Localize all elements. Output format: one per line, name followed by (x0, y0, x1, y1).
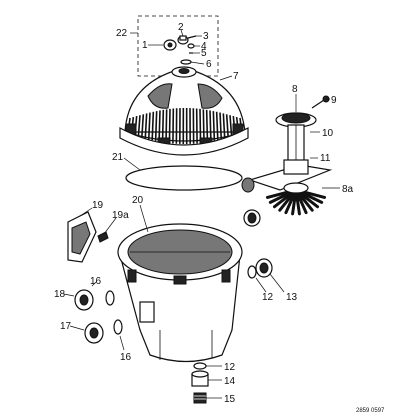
part-21-lid-o-ring (125, 165, 243, 191)
dome-rib (219, 112, 223, 140)
callout-17: 17 (60, 321, 72, 332)
callout-11: 11 (320, 153, 331, 164)
dome-rib (141, 114, 145, 138)
part-7-dome-lid (119, 66, 249, 156)
part-8a-laterals (265, 182, 327, 216)
callout-22: 22 (116, 28, 128, 39)
callout-20: 20 (132, 195, 144, 206)
dome-rib (199, 108, 202, 144)
callout-19a: 19a (112, 210, 129, 221)
dome-rib (161, 109, 165, 143)
dome-rib (229, 115, 233, 137)
dome-rib (147, 112, 151, 140)
callout-12-lower: 12 (224, 362, 236, 373)
callout-15: 15 (224, 394, 236, 405)
callout-labels: 22 1 2 3 4 5 6 7 8 9 10 11 8a 21 20 19 1… (54, 22, 354, 405)
callout-10: 10 (322, 128, 334, 139)
part-20-tank-body (117, 223, 243, 363)
part-18-union (74, 289, 94, 311)
dome-rib (215, 111, 219, 141)
dome-rib (165, 109, 168, 143)
callout-8a: 8a (342, 184, 354, 195)
part-9-gauge (311, 95, 330, 109)
part-4-washer (187, 43, 195, 49)
callout-6: 6 (206, 59, 212, 70)
part-13-union (255, 258, 273, 278)
callout-2: 2 (178, 22, 184, 33)
callout-18: 18 (54, 289, 66, 300)
dome-rib (151, 111, 155, 141)
callout-5: 5 (201, 48, 207, 59)
leader-lines (63, 29, 340, 399)
callout-4: 4 (201, 41, 207, 52)
callout-16-lower: 16 (120, 352, 132, 363)
dome-rib (202, 109, 205, 143)
dome-rib (158, 110, 161, 142)
manifold-coupling-lower (243, 209, 261, 227)
part-14-drain-cap (191, 370, 209, 387)
manifold-coupling-upper (241, 177, 255, 193)
part-11-manifold (248, 159, 333, 191)
part-12-o-ring-lower (193, 362, 207, 370)
part-3-screw (187, 35, 197, 39)
part-2-knob (177, 35, 189, 45)
callout-1: 1 (142, 40, 148, 51)
part-8-valve-top (275, 112, 317, 128)
callout-13: 13 (286, 292, 298, 303)
part-12-o-ring-upper (247, 265, 257, 279)
part-10-standpipe (287, 124, 305, 166)
drawing-number: 2859 0597 (356, 408, 385, 414)
dome-rib (212, 111, 216, 141)
dome-rib (154, 111, 158, 141)
callout-7: 7 (233, 71, 239, 82)
part-16-o-ring-lower (113, 319, 123, 335)
part-15-drain-plug (193, 392, 207, 404)
callout-8: 8 (292, 84, 298, 95)
callout-21: 21 (112, 152, 124, 163)
dome-rib (144, 113, 148, 139)
dome-rib (137, 115, 141, 137)
callout-14: 14 (224, 376, 236, 387)
part-17-union (84, 322, 104, 344)
part-1-nut (163, 39, 177, 51)
dome-rib (205, 109, 209, 143)
dome-rib (225, 114, 229, 138)
dome-rib (222, 113, 226, 139)
callout-19: 19 (92, 200, 104, 211)
callout-3: 3 (203, 31, 209, 42)
part-16-o-ring-upper (105, 290, 115, 306)
dome-rib (168, 108, 171, 144)
callout-16-upper: 16 (90, 276, 102, 287)
callout-12-upper: 12 (262, 292, 274, 303)
part-19a-clip (97, 231, 109, 243)
part-6-o-ring (180, 59, 192, 65)
callout-9: 9 (331, 95, 337, 106)
dome-rib (209, 110, 212, 142)
part-19-clamp-handle (67, 211, 97, 263)
